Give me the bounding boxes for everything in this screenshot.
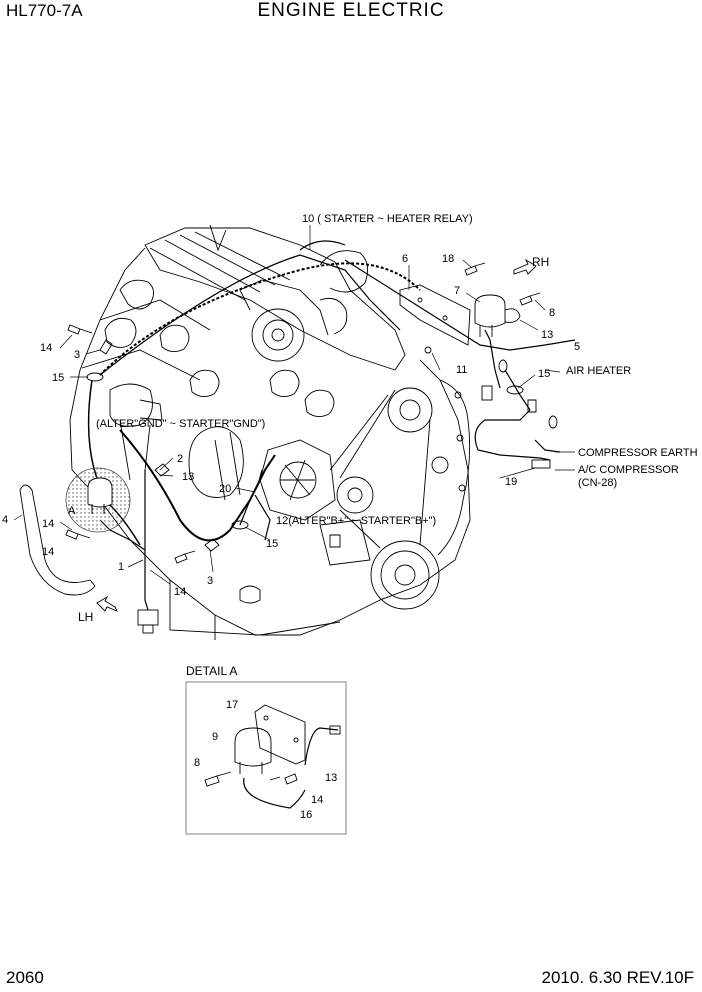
callout-8-main: 8 <box>549 307 555 319</box>
detail-callout-17: 17 <box>226 699 238 711</box>
callout-19: 19 <box>505 476 517 488</box>
label-compressor-earth: COMPRESSOR EARTH <box>578 447 698 459</box>
detail-callout-14: 14 <box>311 794 323 806</box>
callout-6: 6 <box>402 253 408 265</box>
callout-14-bottom: 14 <box>174 586 186 598</box>
label-lh: LH <box>78 610 93 624</box>
callout-5: 5 <box>574 341 580 353</box>
detail-a-callouts: 17 9 8 13 14 16 <box>194 699 337 821</box>
callout-3-bottom: 3 <box>207 575 213 587</box>
label-alter-gnd: (ALTER"GND" ~ STARTER"GND") <box>96 418 265 430</box>
label-alter-b: 12(ALTER"B+" ~ STARTER"B+") <box>276 515 436 527</box>
callout-14-left: 14 <box>42 518 54 530</box>
label-air-heater: AIR HEATER <box>566 365 631 377</box>
engine-drawing <box>69 224 471 640</box>
callout-15-right: 15 <box>538 368 550 380</box>
callout-3-left: 3 <box>74 349 80 361</box>
callout-18: 18 <box>442 253 454 265</box>
connectors-and-fasteners <box>19 262 558 634</box>
callout-7: 7 <box>454 285 460 297</box>
detail-a-title: DETAIL A <box>186 664 238 678</box>
label-starter-heater-relay: 10 ( STARTER ~ HEATER RELAY) <box>302 213 473 225</box>
callout-13-mid: 13 <box>182 471 194 483</box>
rh-arrow-icon <box>513 258 537 275</box>
model-code: HL770-7A <box>6 1 83 20</box>
detail-callout-8: 8 <box>194 757 200 769</box>
callout-11: 11 <box>456 364 467 376</box>
detail-callout-9: 9 <box>212 731 218 743</box>
callout-13-main: 13 <box>541 329 553 341</box>
callout-14-left-bottom: 14 <box>42 546 54 558</box>
callout-15-mid: 15 <box>266 538 278 550</box>
revision-date: 2010. 6.30 REV.10F <box>541 968 695 987</box>
page-title: ENGINE ELECTRIC <box>257 0 445 21</box>
callout-15-left: 15 <box>52 372 64 384</box>
label-ac-compressor: A/C COMPRESSOR <box>578 464 679 476</box>
callout-1: 1 <box>118 561 124 573</box>
lh-arrow-icon <box>96 595 118 612</box>
callout-labels: 10 ( STARTER ~ HEATER RELAY) 6 18 RH 7 8… <box>2 213 698 624</box>
label-rh: RH <box>532 255 549 269</box>
detail-a-marker <box>65 467 131 533</box>
label-ac-compressor-cn: (CN-28) <box>578 477 617 489</box>
callout-2: 2 <box>177 453 183 465</box>
leader-lines <box>13 225 575 585</box>
page-number: 2060 <box>6 968 44 987</box>
detail-callout-16: 16 <box>300 809 312 821</box>
detail-a-drawing <box>204 704 341 809</box>
label-detail-marker: A <box>68 505 76 517</box>
callout-4: 4 <box>2 514 8 526</box>
detail-a-frame <box>185 681 347 835</box>
callout-14-left-top: 14 <box>40 342 52 354</box>
detail-callout-13: 13 <box>325 772 337 784</box>
callout-20: 20 <box>219 483 231 495</box>
wiring-harness <box>87 240 576 611</box>
